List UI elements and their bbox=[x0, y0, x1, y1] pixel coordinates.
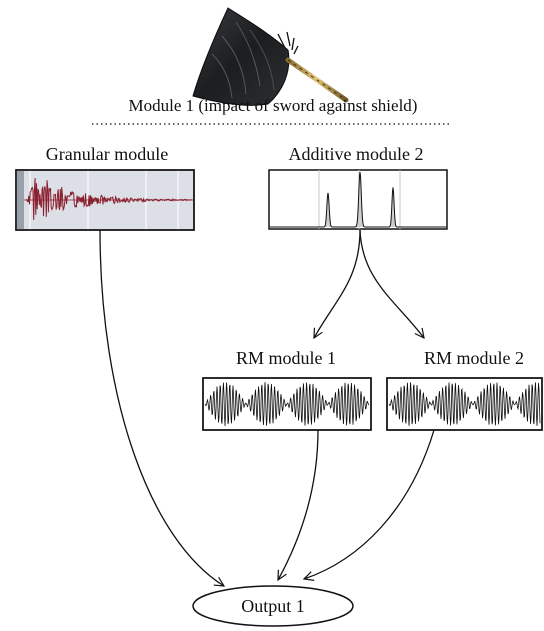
arrow-rm2-to-output bbox=[304, 429, 435, 579]
rm-module-1-waveform bbox=[202, 377, 372, 431]
sword-striking-shield-icon bbox=[192, 7, 349, 106]
granular-module-waveform bbox=[15, 169, 195, 231]
arrow-rm1-to-output bbox=[278, 429, 319, 580]
rm-module-1-label: RM module 1 bbox=[236, 348, 336, 368]
diagram-title: Module 1 (impact of sword against shield… bbox=[129, 96, 418, 115]
arrow-granular-to-output bbox=[99, 229, 224, 586]
rm-module-2-waveform bbox=[386, 377, 543, 431]
arrow-additive-to-rm2 bbox=[359, 229, 424, 338]
output-node: Output 1 bbox=[192, 585, 354, 627]
additive-module-spectrum bbox=[268, 169, 448, 230]
granular-module-label: Granular module bbox=[46, 144, 168, 164]
output-label: Output 1 bbox=[241, 596, 305, 616]
additive-module-label: Additive module 2 bbox=[289, 144, 424, 164]
rm-module-2-label: RM module 2 bbox=[424, 348, 524, 368]
arrow-additive-to-rm1 bbox=[314, 229, 361, 338]
